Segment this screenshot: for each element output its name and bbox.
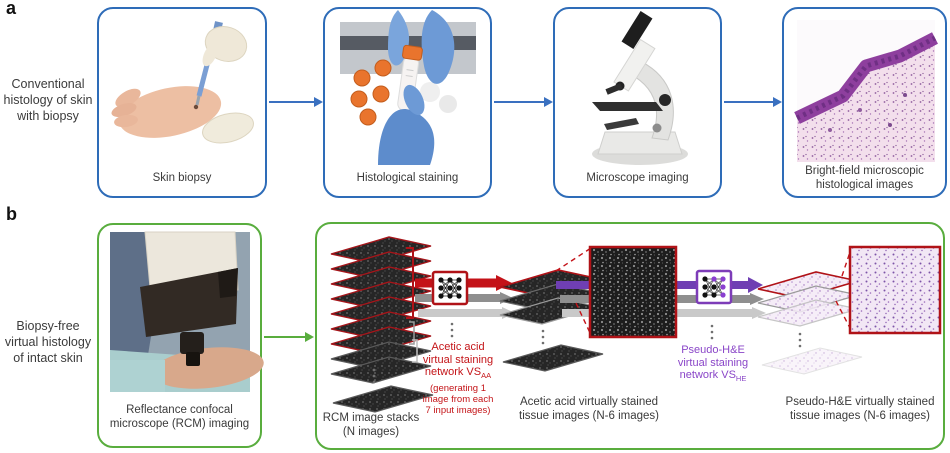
histology-images-caption: Bright-field microscopic histological im… (805, 165, 924, 191)
panel-b-side-caption: Biopsy-free virtual histology of intact … (4, 319, 92, 365)
microscope-imaging-caption: Microscope imaging (586, 172, 689, 184)
panel-b-label: b (6, 204, 17, 224)
he-network-label: Pseudo-H&E virtual staining network VSHE (677, 344, 749, 384)
histological-staining-caption: Histological staining (356, 172, 459, 184)
rcm-stack-caption: RCM image stacks (N images) (322, 412, 420, 438)
panel-a-side-caption: Conventional histology of skin with biop… (3, 77, 93, 123)
panel-a-box-histological-staining (323, 7, 492, 198)
he-output-caption: Pseudo-H&E virtually stained tissue imag… (785, 396, 935, 422)
aa-output-caption: Acetic acid virtually stained tissue ima… (519, 396, 659, 422)
panel-a-box-microscope-imaging (553, 7, 722, 198)
panel-a-label: a (6, 0, 17, 18)
flow-arrow-a1-icon (269, 97, 323, 107)
panel-a-box-skin-biopsy (97, 7, 267, 198)
flow-arrow-a2-icon (494, 97, 553, 107)
rcm-imaging-caption: Reflectance confocal microscope (RCM) im… (109, 404, 250, 430)
flow-arrow-a3-icon (724, 97, 782, 107)
skin-biopsy-caption: Skin biopsy (152, 172, 212, 184)
flow-arrow-b-icon (264, 332, 314, 342)
aa-network-label: Acetic acid virtual staining network VSA… (422, 341, 494, 416)
